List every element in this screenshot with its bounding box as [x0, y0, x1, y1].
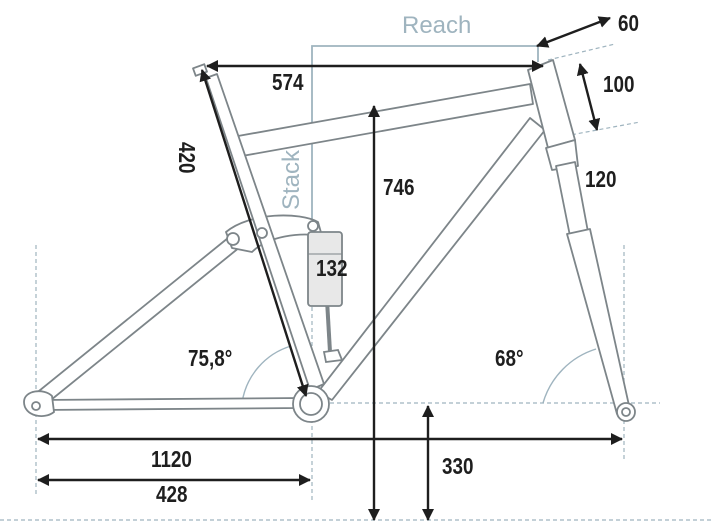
dimension-arrows	[37, 16, 623, 521]
head-bottom-guide	[564, 121, 641, 137]
seat-angle: 75,8°	[188, 345, 233, 371]
rear-dropout-bolt	[31, 401, 41, 411]
stack-height: 746	[383, 174, 415, 200]
shock-shaft	[325, 299, 332, 353]
rocker-pivot-front	[307, 220, 319, 232]
seat-clamp	[192, 63, 208, 77]
head-angle-arc	[542, 348, 597, 404]
seat-tube-length: 420	[174, 142, 200, 174]
head-top-guide	[547, 43, 616, 61]
bb-height: 330	[442, 453, 474, 479]
wheelbase: 1120	[151, 446, 192, 472]
rocker-pivot-rear	[226, 232, 240, 246]
stem-offset: 60	[618, 10, 639, 36]
reach-label: Reach	[402, 12, 472, 39]
head-angle: 68°	[495, 345, 524, 371]
bottom-bracket-inner	[299, 392, 323, 416]
fork-length: 120	[585, 166, 617, 192]
rocker-pivot-mid	[256, 227, 268, 239]
chainstay	[39, 397, 301, 411]
reach-stack-bracket	[311, 45, 539, 250]
seat-tube-arrow	[199, 69, 309, 397]
stem-offset-arrow	[536, 16, 611, 48]
front-axle-inner	[621, 407, 631, 417]
rear-shock	[307, 231, 344, 363]
shock-mount	[322, 349, 344, 363]
top-tube-length: 574	[272, 69, 304, 95]
fork-lower	[566, 228, 631, 415]
seat-angle-arc	[241, 345, 292, 404]
stack-label: Stack	[278, 149, 305, 210]
fork-stanchion	[555, 161, 589, 237]
head-tube-arrow	[576, 63, 601, 131]
head-tube-length: 100	[603, 71, 635, 97]
seat-stay	[33, 237, 241, 405]
chainstay-length: 428	[156, 481, 188, 507]
shock-length: 132	[316, 255, 348, 281]
